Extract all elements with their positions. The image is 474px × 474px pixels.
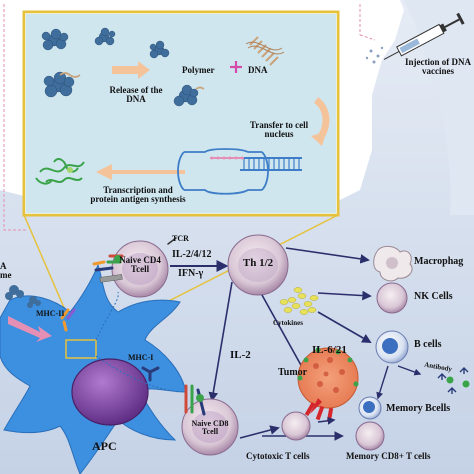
dna-delivery-inset	[22, 10, 340, 217]
naive-cd4-label: Naive CD4 Tcell	[112, 255, 168, 275]
memory-b-label: Memory Bcells	[386, 403, 451, 414]
release-label-line1: Release of the	[109, 85, 163, 95]
transcription-label: Transcription and protein antigen synthe…	[74, 185, 202, 205]
protein-ribbon-icon	[35, 158, 85, 185]
naive-cd4-line2: Tcell	[130, 264, 150, 275]
th12-label: Th 1/2	[242, 257, 274, 269]
tcr-receptor-icon	[92, 237, 177, 272]
injection-particles	[365, 46, 384, 64]
naive-cd8-line2: Tcell	[201, 427, 219, 437]
left-partial-line2: me	[0, 270, 12, 281]
release-label: Release of the DNA	[96, 85, 176, 105]
nk-cell	[376, 282, 408, 314]
dna-helix-icon	[240, 157, 302, 171]
apc-inset-highlight	[65, 339, 97, 359]
th12-cell	[227, 234, 289, 296]
injection-label-line2: vaccines	[422, 66, 454, 77]
antibody-icons	[437, 367, 470, 394]
dna-strand-small	[59, 72, 205, 90]
left-partial-line1: A	[0, 261, 7, 271]
cytotoxic-t-cell	[281, 411, 311, 441]
release-label-line2: DNA	[126, 94, 146, 105]
injection-label: Injection of DNA vaccines	[400, 57, 474, 77]
inset-arrows	[96, 61, 330, 180]
naive-cd8-cell	[181, 398, 239, 456]
cytokines-label: Cytokines	[273, 319, 303, 327]
transcription-label-line2: protein antigen synthesis	[90, 194, 186, 205]
transcription-label-line1: Transcription and	[103, 185, 173, 195]
dna-plasmid-icon	[245, 36, 285, 66]
polymer-label: Polymer	[182, 65, 215, 75]
arrow-b-to-memoryb	[376, 365, 389, 400]
mhc2-label: MHC-II	[36, 309, 65, 318]
memory-cd8-label: Memory CD8+ T cells	[346, 451, 431, 461]
transfer-label: Transfer to cell nucleus	[234, 120, 324, 140]
arrow-b-to-memory	[397, 365, 422, 376]
macrophage-cell	[373, 245, 413, 282]
il2412-label: IL-2/4/12	[172, 249, 212, 260]
macrophage-label: Macrophag	[414, 256, 464, 267]
cd8-tcr-receptor-icon	[184, 384, 206, 416]
memory-cd8-cell	[355, 421, 385, 451]
cytokine-particles	[279, 287, 319, 315]
naive-cd4-line1: Naive CD4	[119, 255, 161, 265]
memory-b-cell	[358, 396, 382, 420]
b-cell	[375, 330, 409, 364]
ifng-label: IFN-γ	[178, 268, 204, 279]
dna-label: DNA	[248, 65, 268, 75]
injection-label-line1: Injection of DNA	[405, 57, 471, 67]
mhc1-label: MHC-I	[128, 353, 154, 362]
syringe-icon	[383, 12, 465, 60]
apc-label: APC	[92, 439, 117, 453]
nk-cells-label: NK Cells	[414, 291, 453, 302]
cd4-coreceptor-icon	[99, 274, 123, 283]
mhc-i-receptor-icon	[141, 366, 160, 382]
tcr-label: TCR	[172, 234, 189, 243]
mhc-ii-receptor-icon	[60, 308, 76, 332]
plus-icon	[230, 61, 242, 73]
apc-connector-dashes	[95, 291, 181, 393]
transfer-label-line2: nucleus	[264, 129, 294, 140]
left-partial-label: A me	[0, 261, 12, 281]
naive-cd8-label: Naive CD8 Tcell	[184, 419, 236, 437]
transfer-label-line1: Transfer to cell	[249, 120, 309, 130]
pink-entry-arrow	[8, 316, 52, 342]
b-cells-label: B cells	[414, 339, 442, 350]
transcription-bubble-icon	[177, 148, 269, 195]
cytotoxic-label: Cytotoxic T cells	[246, 451, 310, 461]
il621-label: IL-6/21	[312, 344, 347, 356]
il2-label: IL-2	[230, 349, 251, 361]
tumor-label: Tumor	[278, 367, 308, 378]
tumor-cell	[297, 347, 359, 409]
nanoparticle-icons	[41, 27, 199, 107]
naive-cd8-line1: Naive CD8	[191, 419, 229, 428]
nanoparticle-icons-left	[5, 285, 41, 308]
